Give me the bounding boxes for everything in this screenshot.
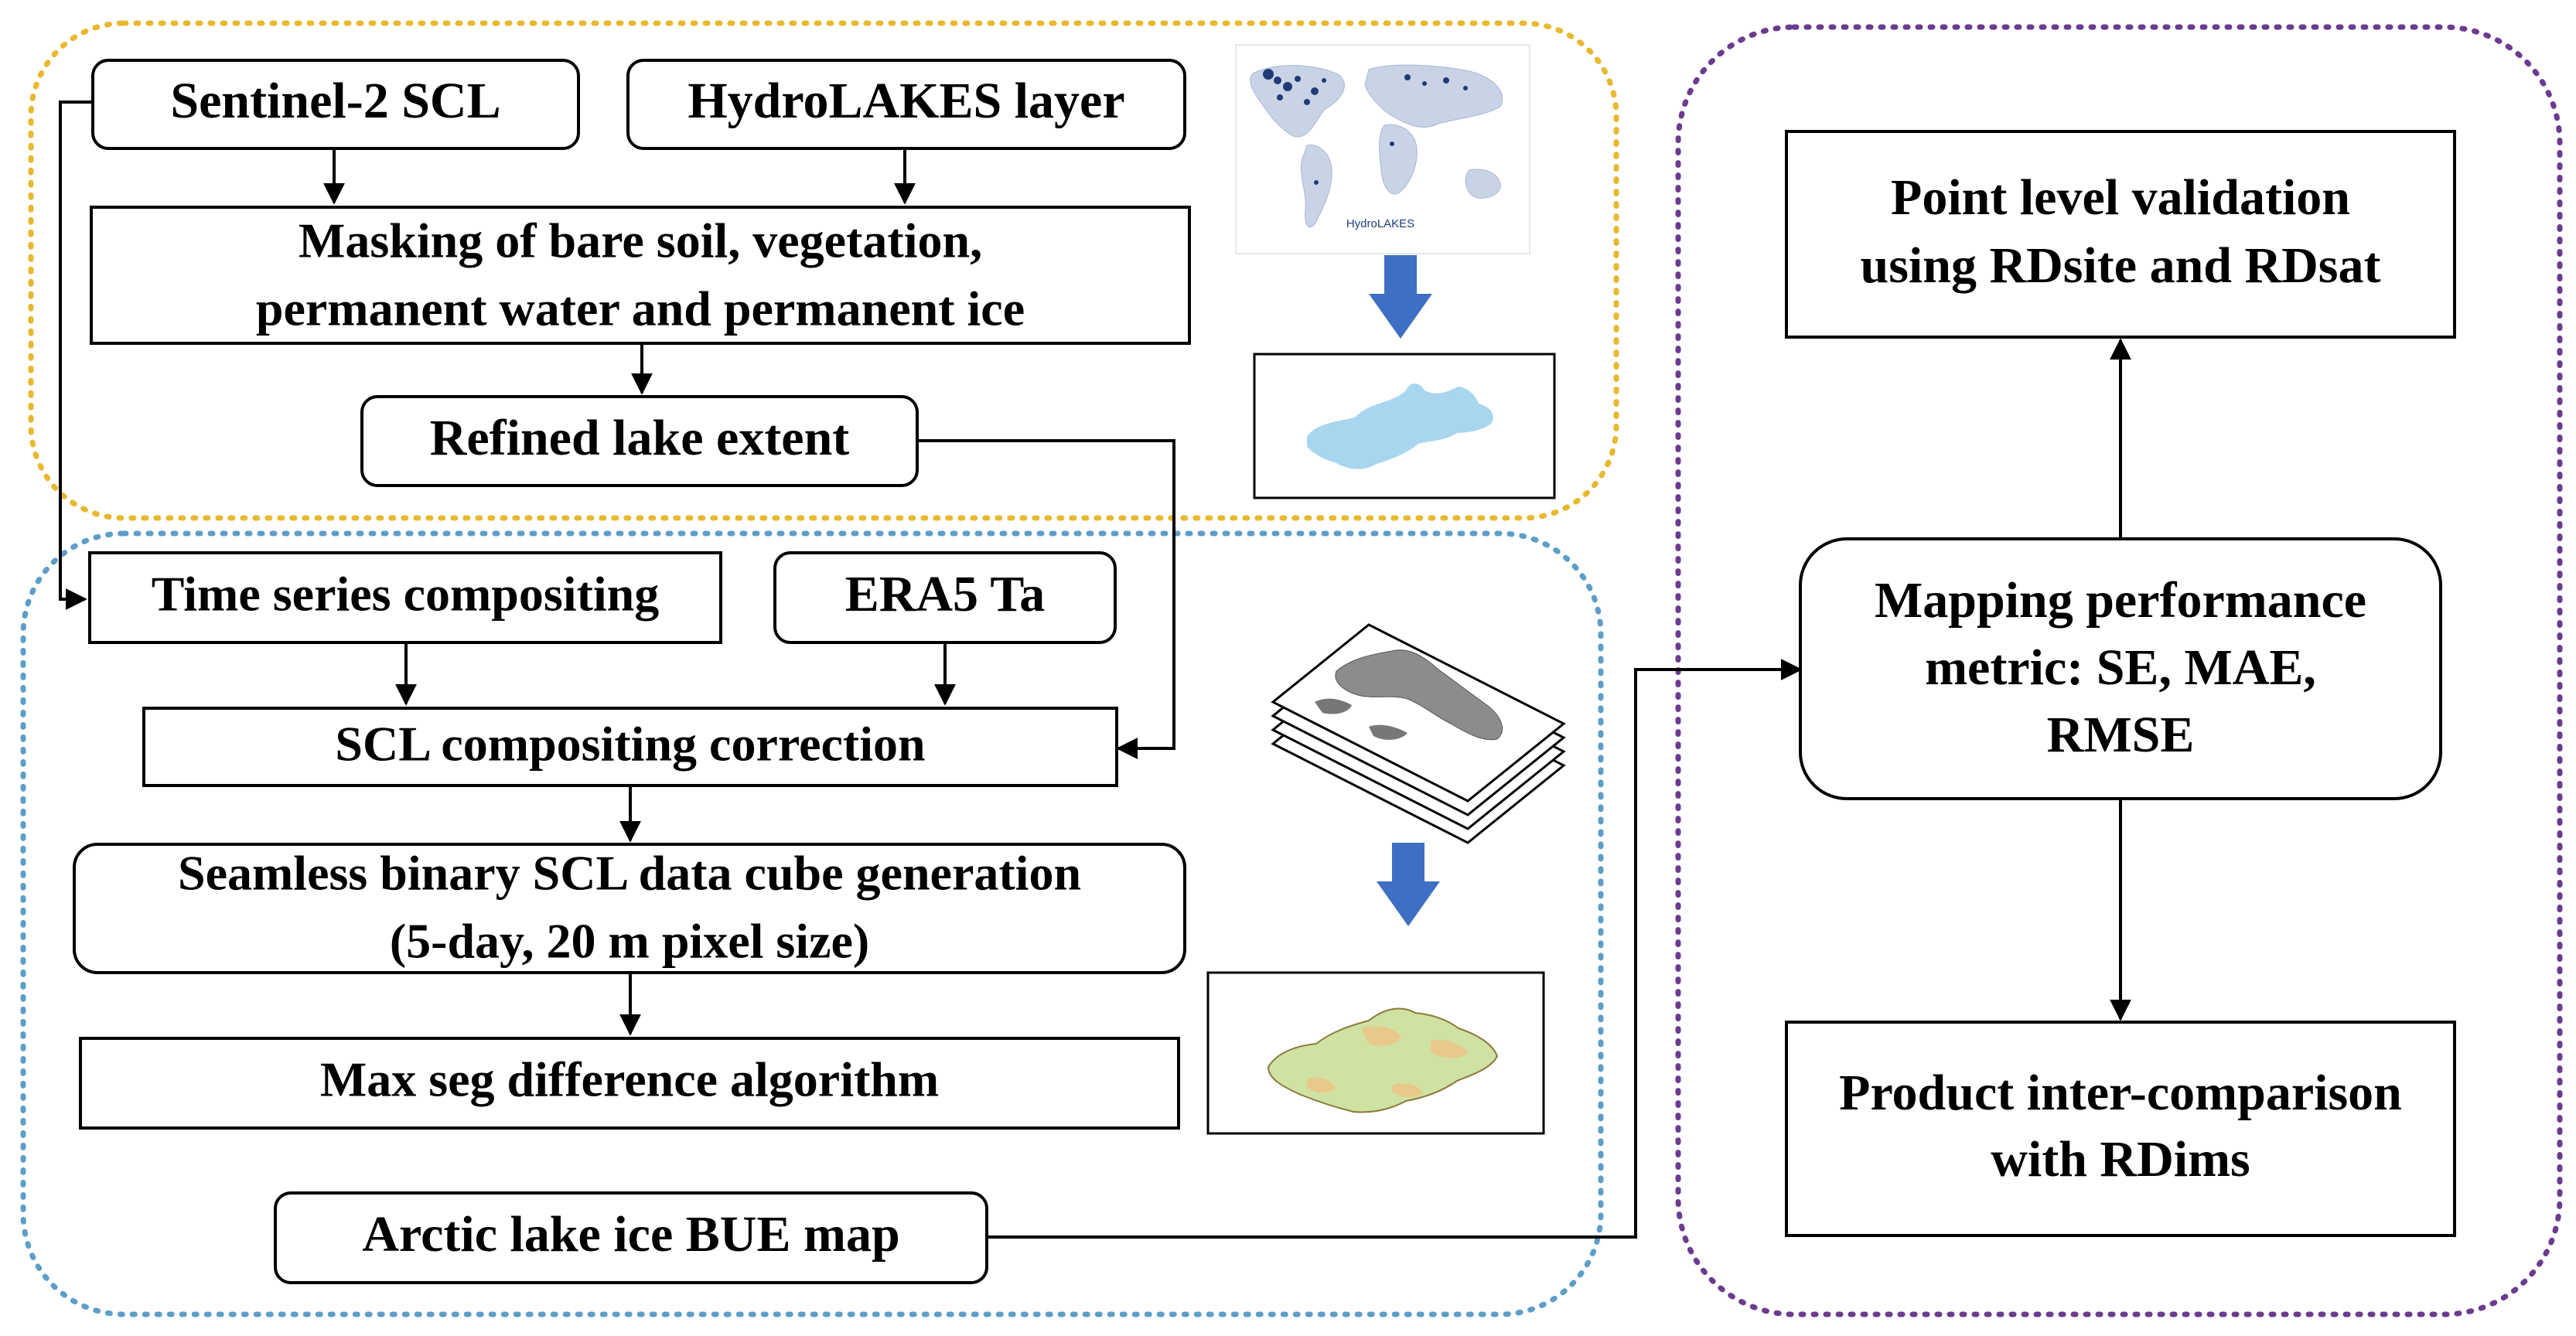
label-validation-line1: Point level validation: [1891, 169, 2350, 226]
box-bue-map: [274, 1191, 988, 1284]
box-seamless: [73, 843, 1186, 974]
box-era5: [773, 551, 1117, 644]
label-mapping-line3: RMSE: [2047, 707, 2195, 763]
arrow-bue-to-mapping: [987, 659, 1803, 1239]
box-max-seg: [79, 1037, 1180, 1130]
label-time-series: Time series compositing: [152, 567, 660, 622]
label-intercomp-line2: with RDims: [1991, 1131, 2250, 1188]
box-sentinel-scl: [91, 59, 580, 150]
label-hydrolakes: HydroLAKES layer: [688, 73, 1124, 129]
down-arrow-icon: [1377, 843, 1440, 926]
box-intercomparison: [1785, 1021, 2456, 1237]
label-seamless-line2: (5-day, 20 m pixel size): [390, 914, 869, 969]
data-cube-thumbnail: [1271, 623, 1566, 844]
label-mapping-line1: Mapping performance: [1875, 572, 2366, 629]
box-hydrolakes: [626, 59, 1186, 150]
box-mapping-metric: [1799, 537, 2442, 800]
arrow-sentinel-to-time-series: [59, 101, 93, 610]
label-bue-map: Arctic lake ice BUE map: [362, 1206, 899, 1263]
hydrolakes-world-map-thumbnail: HydroLAKES: [1235, 44, 1530, 254]
label-mapping-line2: metric: SE, MAE,: [1925, 639, 2316, 696]
label-refined-extent: Refined lake extent: [430, 410, 850, 466]
hydrolakes-map-caption: HydroLAKES: [1346, 217, 1414, 230]
connector-arrows: [59, 101, 2131, 1239]
ice-map-thumbnail: [1206, 971, 1545, 1135]
label-era5: ERA5 Ta: [845, 566, 1046, 622]
group-outline-compositing: [20, 530, 1604, 1317]
label-scl-correction: SCL compositing correction: [335, 717, 925, 772]
label-masking-line1: Masking of bare soil, vegetation,: [299, 213, 982, 268]
label-intercomp-line1: Product inter-comparison: [1839, 1065, 2402, 1121]
refined-lake-thumbnail: [1253, 353, 1556, 499]
process-boxes: [73, 59, 2456, 1284]
label-masking-line2: permanent water and permanent ice: [256, 281, 1025, 336]
box-masking: [90, 206, 1191, 345]
label-max-seg: Max seg difference algorithm: [320, 1052, 939, 1107]
box-refined-extent: [360, 395, 919, 487]
label-seamless-line1: Seamless binary SCL data cube generation: [178, 846, 1081, 901]
down-arrow-icon: [1369, 255, 1432, 339]
box-point-validation: [1785, 130, 2456, 339]
label-validation-line2: using RDsite and RDsat: [1861, 237, 2381, 294]
arrow-refined-to-correction: [917, 439, 1175, 759]
group-outline-preprocessing: [28, 20, 1619, 521]
label-sentinel-scl: Sentinel-2 SCL: [170, 73, 500, 129]
box-time-series: [88, 551, 722, 644]
box-scl-correction: [142, 707, 1118, 787]
